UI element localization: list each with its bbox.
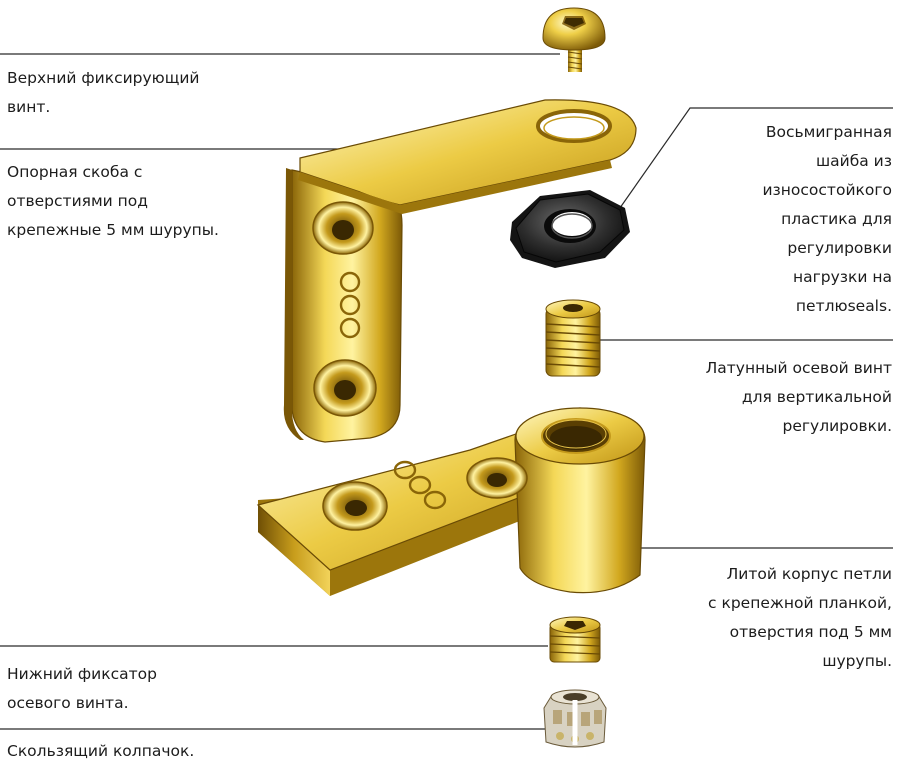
set-screw-icon: [549, 616, 601, 663]
leader-lines: [0, 53, 893, 730]
octagonal-washer-icon: [510, 190, 630, 268]
hinge-body-icon: [256, 407, 646, 596]
sliding-cap-icon: [543, 689, 607, 748]
label-sliding-cap: Скользящий колпачок.: [7, 742, 195, 760]
label-top-screw: Верхний фиксирующий винт.: [7, 69, 200, 116]
l-bracket-icon: [283, 99, 637, 443]
label-lower-lock: Нижний фиксатор осевого винта.: [7, 665, 157, 712]
threaded-bushing-icon: [545, 299, 601, 377]
dome-head-screw-icon: [542, 7, 606, 72]
leader-washer: [614, 107, 893, 216]
label-body: Литой корпус петли с крепежной планкой, …: [708, 565, 892, 670]
label-bracket: Опорная скоба с отверстиями под крепежны…: [7, 163, 219, 239]
label-washer: Восьмигранная шайба из износостойкого пл…: [762, 123, 892, 315]
label-axial-screw: Латунный осевой винт для вертикальной ре…: [705, 359, 892, 435]
